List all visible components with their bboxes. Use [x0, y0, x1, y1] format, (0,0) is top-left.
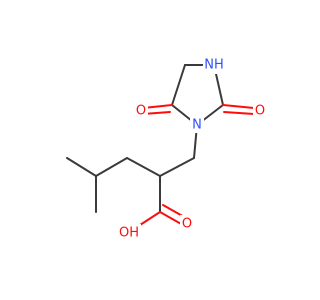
atom-o-right-label: O [255, 104, 265, 119]
atom-o-left-label: O [136, 104, 146, 119]
bond-ch-me1 [66, 157, 97, 177]
atom-o-carbonyl-right: O [253, 102, 267, 120]
bond-ca-ch2b [126, 157, 161, 177]
bond-cooh-oh [139, 211, 161, 226]
atom-n-ring: N [190, 115, 204, 133]
atom-nh-ring: NH [203, 56, 225, 74]
atom-o-carbonyl-left: O [134, 102, 148, 120]
bond-c2-o-2 [223, 111, 255, 115]
atom-oh-carboxyl: OH [117, 224, 141, 242]
atom-oh-label: OH [119, 226, 139, 241]
bond-cooh-o-double-1 [159, 211, 184, 226]
bond-ch2-ca [159, 157, 195, 177]
bond-ch2b-ch [95, 157, 128, 177]
bond-ring-ch2-c5 [171, 64, 186, 106]
atom-o-carboxyl-double: O [180, 215, 194, 233]
atom-n-label: N [192, 118, 202, 133]
atom-o-carboxyl-label: O [182, 217, 192, 232]
atom-nh-label: NH [204, 58, 224, 73]
bond-c2-o-1 [222, 104, 255, 109]
structural-formula: N NH O O O OH [66, 56, 267, 242]
